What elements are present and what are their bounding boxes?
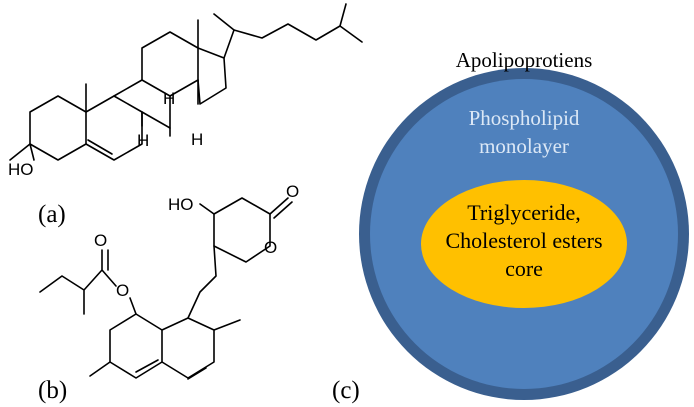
c3-hydrogen-bond bbox=[9, 143, 31, 161]
ring-d bbox=[197, 47, 227, 105]
decalin-right-ring bbox=[161, 317, 215, 379]
lovastatin-structure: HO O O O O bbox=[39, 182, 299, 380]
ethyl-linker bbox=[187, 245, 217, 319]
core-label-line2: Cholesterol esters bbox=[445, 228, 602, 253]
decalin-double-bond-2 bbox=[135, 359, 159, 373]
lactone-hydroxyl-bond bbox=[199, 203, 215, 215]
panel-label-a: (a) bbox=[38, 201, 66, 228]
lactone-carbonyl bbox=[269, 197, 289, 215]
decalin-methyl-1 bbox=[213, 319, 241, 331]
hydrogen-label-1: H bbox=[137, 131, 149, 150]
ring-oxygen-label: O bbox=[264, 238, 277, 257]
ester-o-bond bbox=[129, 297, 137, 315]
hydroxyl-label-a: HO bbox=[8, 160, 34, 179]
carbonyl-oxygen-label: O bbox=[286, 182, 299, 201]
ester-chain bbox=[39, 249, 117, 315]
monolayer-label-line1: Phospholipid bbox=[469, 106, 580, 130]
ring-c-top bbox=[141, 31, 199, 97]
hydrogen-label-3: H bbox=[191, 130, 203, 149]
double-bond-c5-c6 bbox=[87, 139, 113, 155]
panel-label-c: (c) bbox=[332, 377, 360, 404]
lactone-ring bbox=[213, 197, 271, 263]
hydrogen-label-2: H bbox=[163, 89, 175, 108]
ring-b bbox=[85, 95, 143, 161]
ring-a bbox=[29, 95, 87, 161]
monolayer-label-line2: monolayer bbox=[479, 134, 569, 158]
lipoprotein-diagram: Apolipoprotiens Phospholipid monolayer T… bbox=[359, 48, 689, 400]
decalin-methyl-2 bbox=[89, 361, 111, 377]
side-chain-methyl bbox=[213, 13, 235, 31]
cholesterol-structure: HO H H H bbox=[8, 3, 363, 179]
core-label-line1: Triglyceride, bbox=[467, 200, 580, 225]
decalin-left-ring bbox=[109, 313, 163, 379]
apolipoprotein-label: Apolipoprotiens bbox=[456, 48, 593, 72]
hydroxyl-label-b: HO bbox=[168, 195, 194, 214]
lactone-carbonyl-2 bbox=[273, 201, 293, 219]
c3-oh-bond bbox=[29, 143, 35, 161]
side-chain-terminal-methyl bbox=[339, 3, 347, 27]
ester-carbonyl-oxygen-label: O bbox=[94, 231, 107, 250]
lipid-core bbox=[421, 180, 627, 308]
panel-label-b: (b) bbox=[38, 377, 67, 404]
decalin-double-bond-1 bbox=[187, 367, 207, 380]
ester-oxygen-label: O bbox=[116, 281, 129, 300]
side-chain bbox=[223, 23, 363, 59]
core-label-line3: core bbox=[505, 256, 543, 281]
